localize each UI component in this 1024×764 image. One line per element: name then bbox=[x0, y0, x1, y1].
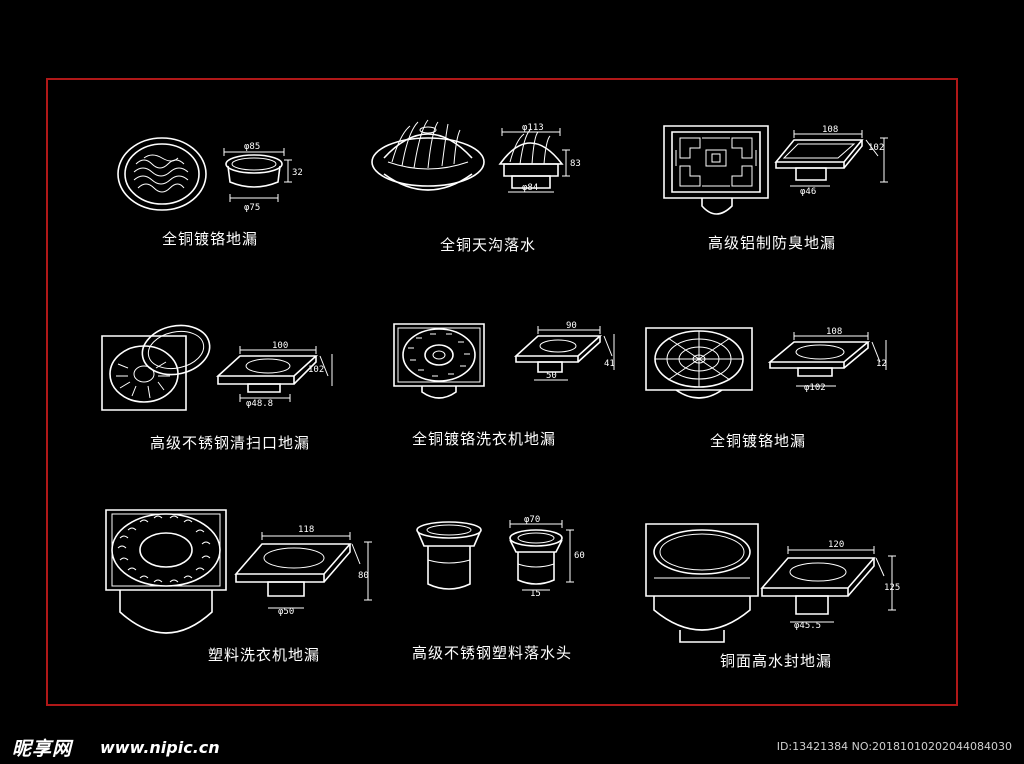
drain-9-front-view bbox=[644, 522, 762, 648]
svg-text:φ84: φ84 bbox=[522, 183, 538, 193]
drain-1-side-view: φ85 32 φ75 bbox=[222, 142, 303, 213]
svg-text:φ75: φ75 bbox=[244, 203, 260, 213]
caption-item-9: 铜面高水封地漏 bbox=[720, 652, 833, 670]
caption-item-8: 高级不锈钢塑料落水头 bbox=[412, 644, 573, 662]
svg-text:100: 100 bbox=[272, 341, 288, 351]
drain-4-top-view bbox=[100, 324, 212, 414]
drain-2-front-view bbox=[370, 116, 486, 206]
caption-item-5: 全铜镀铬洗衣机地漏 bbox=[412, 430, 557, 448]
drain-9-side-view: 120 125 φ45.5 bbox=[760, 540, 900, 631]
svg-text:118: 118 bbox=[298, 525, 314, 535]
drain-8-side-view: φ70 60 15 bbox=[502, 515, 585, 599]
svg-text:φ113: φ113 bbox=[522, 123, 544, 133]
caption-item-7: 塑料洗衣机地漏 bbox=[208, 646, 321, 664]
watermark-id: ID:13421384 NO:20181010202044084030 bbox=[776, 740, 1012, 753]
svg-text:φ50: φ50 bbox=[278, 607, 294, 617]
caption-item-2: 全铜天沟落水 bbox=[440, 236, 537, 254]
svg-text:80: 80 bbox=[358, 571, 369, 581]
svg-text:φ70: φ70 bbox=[524, 515, 540, 525]
drain-7-top-view bbox=[104, 508, 230, 642]
drawing-frame bbox=[46, 78, 958, 706]
svg-text:102: 102 bbox=[868, 143, 884, 153]
caption-item-1: 全铜镀铬地漏 bbox=[162, 230, 259, 248]
svg-text:φ46: φ46 bbox=[800, 187, 816, 197]
svg-text:φ102: φ102 bbox=[804, 383, 826, 393]
drain-3-top-view bbox=[662, 124, 772, 218]
svg-text:32: 32 bbox=[292, 168, 303, 178]
svg-text:108: 108 bbox=[822, 125, 838, 135]
svg-text:φ45.5: φ45.5 bbox=[794, 621, 821, 631]
caption-item-6: 全铜镀铬地漏 bbox=[710, 432, 807, 450]
watermark-url: www.nipic.cn bbox=[100, 738, 220, 757]
drain-3-side-view: 108 102 φ46 bbox=[774, 125, 890, 197]
drain-1-top-view bbox=[116, 136, 208, 212]
svg-text:83: 83 bbox=[570, 159, 581, 169]
drain-5-side-view: 90 41 50 bbox=[514, 321, 615, 381]
svg-text:50: 50 bbox=[546, 371, 557, 381]
svg-text:φ85: φ85 bbox=[244, 142, 260, 152]
svg-text:125: 125 bbox=[884, 583, 900, 593]
svg-text:108: 108 bbox=[826, 327, 842, 337]
drain-7-side-view: 118 80 φ50 bbox=[234, 525, 374, 617]
caption-item-3: 高级铝制防臭地漏 bbox=[708, 234, 837, 252]
svg-text:120: 120 bbox=[828, 540, 844, 550]
caption-item-4: 高级不锈钢清扫口地漏 bbox=[150, 434, 311, 452]
svg-text:15: 15 bbox=[530, 589, 541, 599]
svg-text:102: 102 bbox=[308, 365, 324, 375]
svg-text:41: 41 bbox=[604, 359, 615, 369]
svg-text:φ48.8: φ48.8 bbox=[246, 399, 273, 409]
drain-6-side-view: 108 12 φ102 bbox=[768, 327, 887, 393]
svg-text:60: 60 bbox=[574, 551, 585, 561]
watermark-logo: 昵享网 bbox=[12, 738, 73, 760]
drain-6-top-view bbox=[644, 326, 756, 402]
svg-text:12: 12 bbox=[876, 359, 887, 369]
svg-text:90: 90 bbox=[566, 321, 577, 331]
drain-4-side-view: 100 102 φ48.8 bbox=[216, 341, 336, 409]
drain-2-side-view: φ113 83 φ84 bbox=[494, 123, 581, 193]
drain-5-top-view bbox=[392, 322, 486, 402]
drain-8-front-view bbox=[414, 520, 484, 592]
